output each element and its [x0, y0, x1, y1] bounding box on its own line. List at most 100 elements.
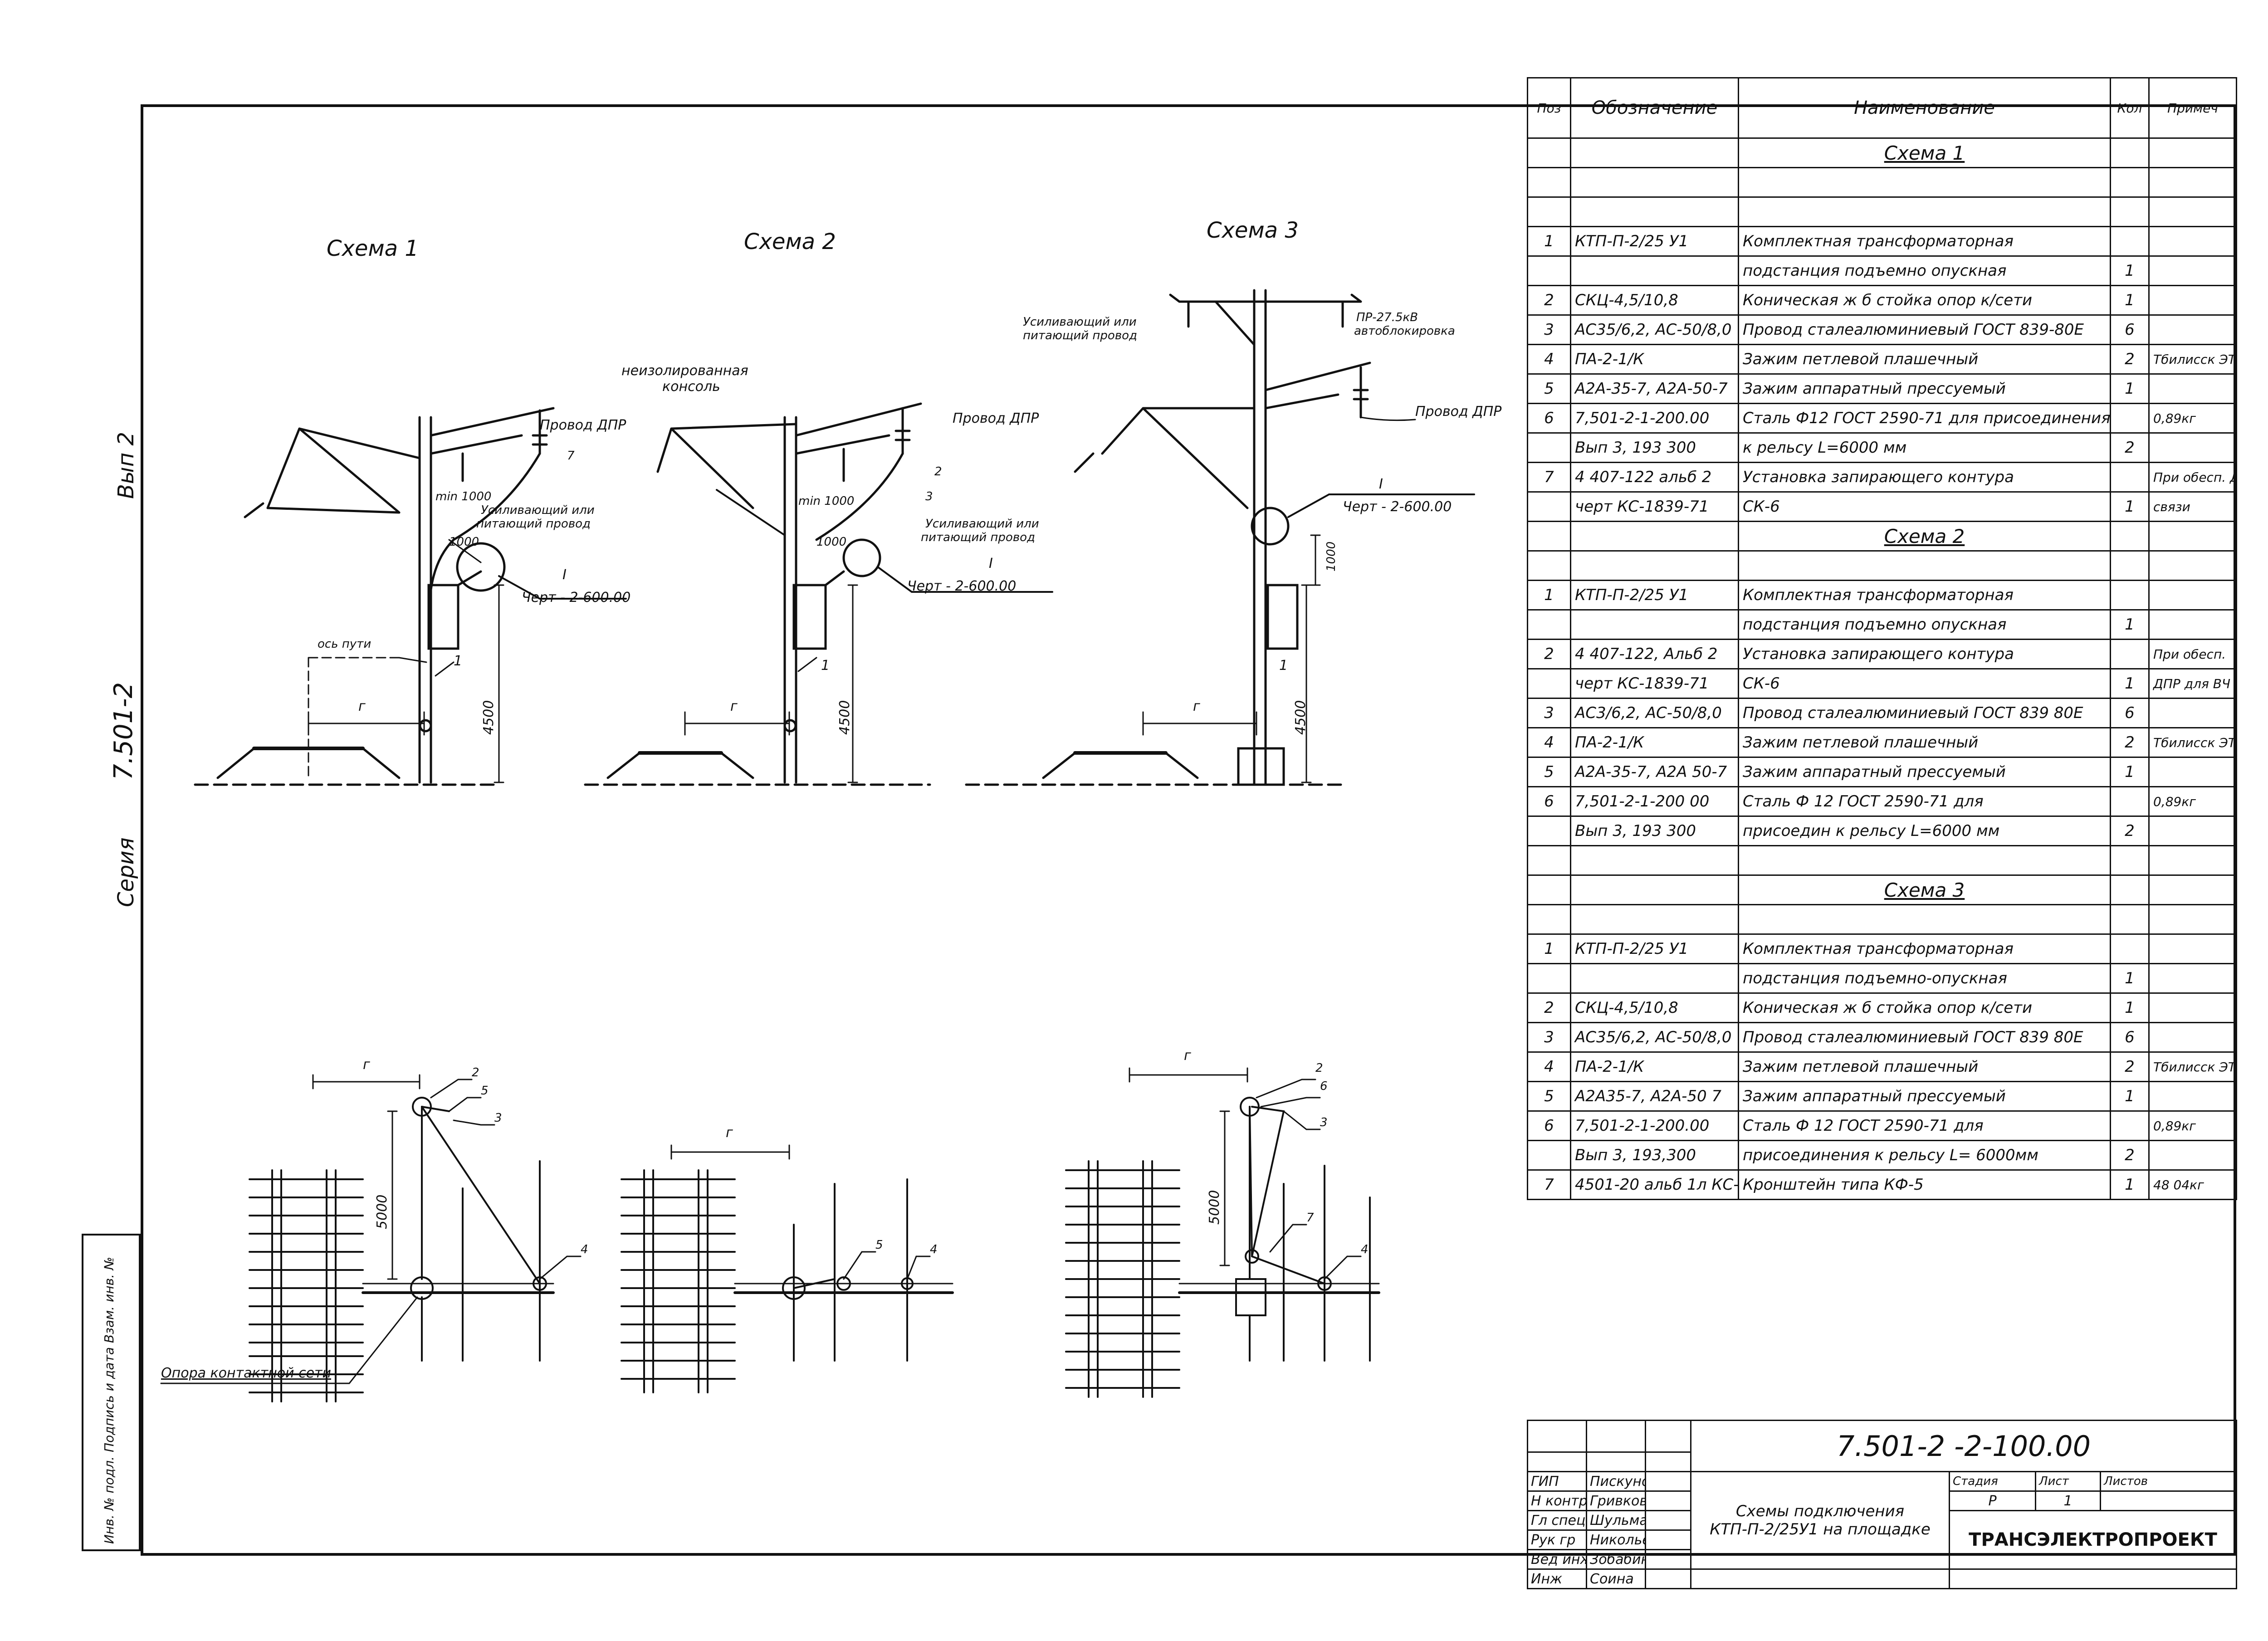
spec-cell-prim: 48 04кг	[2148, 1169, 2237, 1200]
spec-cell-poz: 3	[1527, 698, 1571, 728]
spec-cell-prim: Тбилисск ЭТЗ	[2148, 727, 2237, 758]
title-block: 7.501-2 -2-100.00 ГИППискунов Схемы подк…	[1527, 1420, 2238, 1589]
p1-mark-5: 5	[481, 1084, 489, 1098]
s2-dim4500: 4500	[837, 700, 853, 735]
s1-usil-2: питающий провод	[476, 517, 591, 531]
spec-cell-prim: ДПР для ВЧ связи	[2148, 668, 2237, 699]
s2-dim1000: 1000	[816, 535, 847, 549]
spec-cell-poz: 4	[1527, 727, 1571, 758]
spec-cell-poz: 5	[1527, 757, 1571, 787]
s3-mark-1: 1	[1279, 658, 1288, 674]
scheme1-title: Схема 1	[327, 236, 419, 261]
spec-cell-prim	[2148, 285, 2237, 316]
stamp-role-5: Инж	[1527, 1568, 1587, 1589]
stamp-name-2: Шульман	[1586, 1510, 1646, 1531]
spec-cell-prim	[2148, 226, 2237, 257]
spec-cell-naim: Установка запирающего контура	[1738, 639, 2111, 669]
s3-provod-dpr: Провод ДПР	[1415, 404, 1502, 420]
stamp-role-0: ГИП	[1527, 1471, 1587, 1492]
s2-mark-3: 3	[925, 490, 933, 503]
spec-cell-kol	[2110, 786, 2150, 817]
spec-cell-kol: 6	[2110, 314, 2150, 345]
s3-avtoblok: автоблокировка	[1354, 324, 1455, 338]
spec-cell-naim: Провод сталеалюминиевый ГОСТ 839 80Е	[1738, 1022, 2111, 1053]
p1-mark-2: 2	[472, 1066, 479, 1079]
spec-cell-kol	[2110, 933, 2150, 964]
doc-code: 7.501-2 -2-100.00	[1690, 1420, 2238, 1472]
spec-cell-kol: 1	[2110, 963, 2150, 994]
stamp-role-4: Вед инж	[1527, 1549, 1587, 1570]
s1-chert: Черт - 2-600.00	[522, 590, 631, 606]
spec-section-title: Схема 3	[1738, 874, 2111, 905]
spec-cell-kol: 2	[2110, 1051, 2150, 1082]
scheme2-elevation	[584, 402, 1053, 786]
listov-label: Листов	[2099, 1471, 2238, 1492]
spec-cell-naim: Зажим петлевой плашечный	[1738, 727, 2111, 758]
p1-mark-4: 4	[581, 1243, 588, 1256]
spec-cell-naim: Комплектная трансформаторная	[1738, 226, 2111, 257]
spec-cell-oboz: А2А-35-7, А2А 50-7	[1570, 757, 1739, 787]
spec-cell-prim: 0,89кг	[2148, 403, 2237, 434]
spec-cell-oboz	[1570, 255, 1739, 286]
spec-cell-prim: 0,89кг	[2148, 1110, 2237, 1141]
s1-dim1000: 1000	[449, 535, 479, 549]
spec-cell-oboz: Вып 3, 193 300	[1570, 816, 1739, 846]
spec-cell-oboz: 7,501-2-1-200 00	[1570, 786, 1739, 817]
spec-cell-prim: При обесп.	[2148, 639, 2237, 669]
spec-cell-kol: 2	[2110, 1140, 2150, 1171]
spec-row: Схема 3	[1527, 874, 2237, 905]
s1-mark-1: 1	[454, 653, 463, 669]
s3-g: г	[1193, 698, 1200, 714]
stamp-name-1: Гривкова	[1586, 1490, 1646, 1511]
s2-neizol-1: неизолированная	[621, 363, 748, 379]
spec-cell-naim: Сталь Ф12 ГОСТ 2590-71 для присоединения	[1738, 403, 2111, 434]
spec-cell-oboz: АС35/6,2, АС-50/8,0	[1570, 1022, 1739, 1053]
s1-provod-dpr: Провод ДПР	[540, 417, 626, 433]
spec-cell-prim	[2148, 1022, 2237, 1053]
scheme3-plan	[1065, 1067, 1380, 1398]
spec-cell-poz: 4	[1527, 344, 1571, 375]
stadiya-label: Стадия	[1949, 1471, 2036, 1492]
spec-cell-naim: Сталь Ф 12 ГОСТ 2590-71 для	[1738, 786, 2111, 817]
spec-cell-poz: 3	[1527, 314, 1571, 345]
spec-cell-oboz: 4 407-122 альб 2	[1570, 462, 1739, 493]
s2-neizol-2: консоль	[662, 379, 720, 395]
s1-mark-7: 7	[567, 449, 575, 463]
spec-row	[1527, 904, 2237, 935]
spec-cell-prim	[2148, 1081, 2237, 1112]
spec-cell-naim: присоединения к рельсу L= 6000мм	[1738, 1140, 2111, 1171]
spec-cell-kol	[2110, 1110, 2150, 1141]
spec-cell-poz: 1	[1527, 580, 1571, 610]
spec-cell-kol: 1	[2110, 757, 2150, 787]
spec-cell-naim: Сталь Ф 12 ГОСТ 2590-71 для	[1738, 1110, 2111, 1141]
list-value: 1	[2035, 1490, 2101, 1511]
spec-cell-prim	[2148, 992, 2237, 1023]
spec-cell-naim: СК-6	[1738, 491, 2111, 522]
spec-cell-oboz: СКЦ-4,5/10,8	[1570, 285, 1739, 316]
spec-cell-prim: 0,89кг	[2148, 786, 2237, 817]
spec-cell-naim: Провод сталеалюминиевый ГОСТ 839 80Е	[1738, 698, 2111, 728]
spec-cell-prim	[2148, 1140, 2237, 1171]
spec-cell-prim: При обесп. ДПР для ВЧ	[2148, 462, 2237, 493]
scheme2-plan	[621, 1144, 954, 1393]
spec-cell-naim: Зажим аппаратный прессуемый	[1738, 373, 2111, 404]
spec-cell-oboz: А2А-35-7, А2А-50-7	[1570, 373, 1739, 404]
spec-cell-kol: 1	[2110, 373, 2150, 404]
spec-cell-kol: 1	[2110, 491, 2150, 522]
spec-cell-oboz: 7,501-2-1-200.00	[1570, 1110, 1739, 1141]
spec-cell-naim: Зажим петлевой плашечный	[1738, 344, 2111, 375]
